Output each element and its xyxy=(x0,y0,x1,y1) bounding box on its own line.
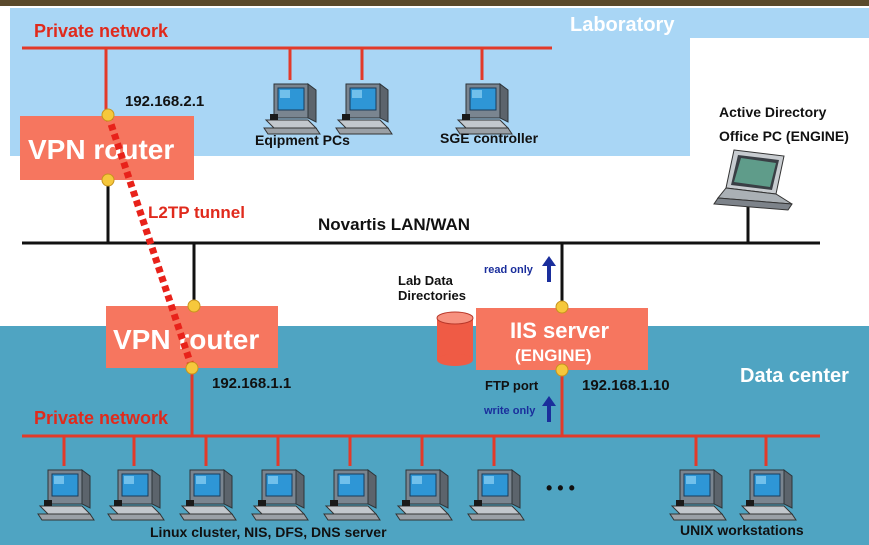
read-only-label: read only xyxy=(484,264,534,276)
database-icon xyxy=(436,311,474,366)
sge-controller-label: SGE controller xyxy=(440,130,539,146)
data-center-title: Data center xyxy=(740,365,849,387)
node-dot xyxy=(187,299,201,313)
lab-private-network-label: Private network xyxy=(34,21,169,41)
cluster-drops xyxy=(62,436,768,466)
node-dot xyxy=(101,173,115,187)
laboratory-title: Laboratory xyxy=(570,14,675,36)
iis-server-box xyxy=(476,308,648,370)
node-dot xyxy=(555,300,569,314)
dc-vpn-router xyxy=(106,306,278,368)
node-dot xyxy=(555,363,569,377)
lab-router-ip: 192.168.2.1 xyxy=(125,93,204,110)
lab-vpn-router xyxy=(20,116,194,180)
header-strip xyxy=(0,0,869,6)
active-directory-label: Active Directory xyxy=(719,104,827,120)
node-dot xyxy=(101,108,115,122)
iis-ip: 192.168.1.10 xyxy=(582,377,670,394)
l2tp-tunnel-line xyxy=(104,113,196,370)
lab-data-label: Lab Data xyxy=(398,273,454,288)
connection-nodes xyxy=(101,108,569,377)
dc-private-network-label: Private network xyxy=(34,408,169,428)
office-pc-label: Office PC (ENGINE) xyxy=(719,128,849,144)
more-ellipsis: • • • xyxy=(546,478,575,498)
ftp-port-label: FTP port xyxy=(485,378,539,393)
laptop-icon xyxy=(713,149,793,211)
lab-vpn-router-label: VPN router xyxy=(28,134,174,165)
dc-vpn-router-label: VPN router xyxy=(113,324,259,355)
unix-workstations-label: UNIX workstations xyxy=(680,522,804,538)
linux-cluster-label: Linux cluster, NIS, DFS, DNS server xyxy=(150,524,387,540)
read-only-arrow-icon xyxy=(540,254,558,284)
equipment-pcs-label: Eqipment PCs xyxy=(255,132,350,148)
write-only-label: write only xyxy=(483,405,536,417)
lan-wan-label: Novartis LAN/WAN xyxy=(318,215,470,234)
iis-server-label: IIS server xyxy=(510,318,610,343)
node-dot xyxy=(185,361,199,375)
l2tp-tunnel-label: L2TP tunnel xyxy=(148,203,245,222)
dc-router-ip: 192.168.1.1 xyxy=(212,375,291,392)
engine-label: (ENGINE) xyxy=(515,346,592,365)
laboratory-title-tab xyxy=(690,8,869,38)
directories-label: Directories xyxy=(398,288,466,303)
